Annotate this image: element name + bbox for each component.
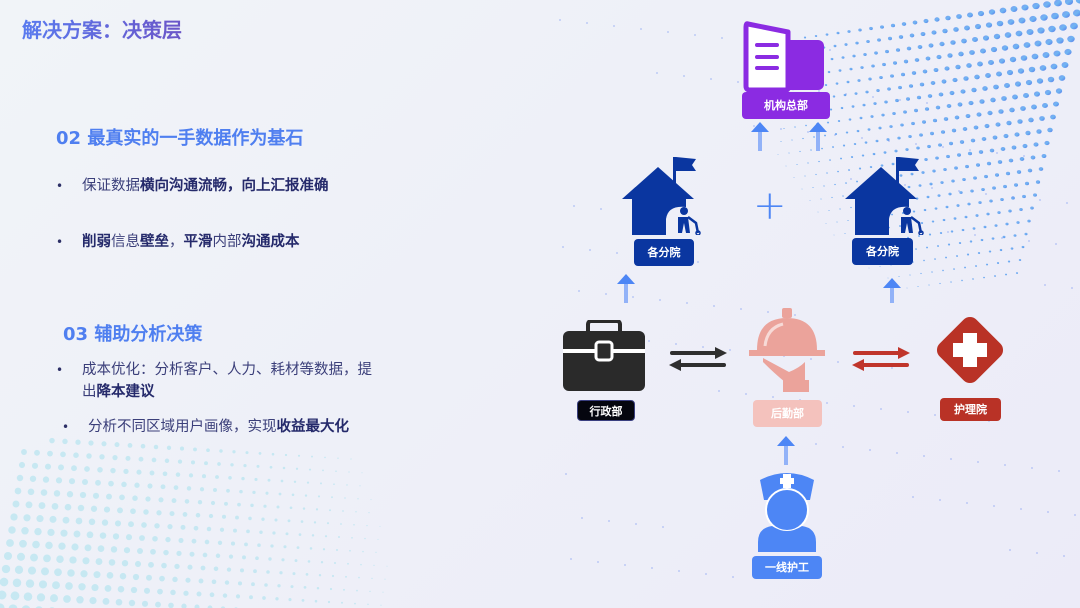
node-label-branch-right: 各分院 — [852, 238, 913, 265]
node-label-logistics: 后勤部 — [753, 400, 822, 427]
bullet-text: 削弱信息壁垒，平滑内部沟通成本 — [82, 234, 300, 250]
nurse-icon — [758, 473, 816, 552]
bullet-revenue-maximization: • 分析不同区域用户画像，实现收益最大化 — [62, 416, 422, 438]
house-elderly-icon — [845, 157, 924, 235]
arrow-up-icon — [617, 274, 635, 303]
bullet-dot: • — [56, 363, 64, 377]
node-label-branch-left: 各分院 — [634, 239, 694, 266]
bidirectional-arrow-icon — [669, 347, 727, 371]
section-title-03: 03 辅助分析决策 — [63, 324, 203, 345]
plus-icon: + — [753, 183, 787, 229]
medical-cross-icon — [936, 316, 1004, 384]
bullet-reduce-barriers: • 削弱信息壁垒，平滑内部沟通成本 — [56, 231, 416, 253]
folder-document-icon — [743, 21, 824, 92]
house-elderly-icon — [622, 157, 701, 235]
node-label-admin: 行政部 — [577, 400, 635, 421]
bullet-text: 分析不同区域用户画像，实现收益最大化 — [88, 419, 349, 435]
arrow-up-icon — [777, 436, 795, 465]
arrow-up-icon — [751, 122, 769, 151]
section-title-02: 02 最真实的一手数据作为基石 — [56, 128, 304, 149]
node-label-hq: 机构总部 — [742, 92, 830, 119]
node-label-caregiver: 一线护工 — [752, 556, 822, 579]
bullet-dot: • — [62, 420, 70, 434]
service-cloche-icon — [749, 308, 825, 392]
arrow-up-icon — [809, 122, 827, 151]
bullet-dot: • — [56, 235, 64, 249]
bullet-cost-optimization: • 成本优化：分析客户、人力、耗材等数据，提出降本建议 — [56, 359, 386, 403]
arrow-up-icon — [883, 278, 901, 303]
briefcase-icon — [563, 320, 645, 391]
node-label-nursing-home: 护理院 — [940, 398, 1001, 421]
bullet-dot: • — [56, 179, 64, 193]
bullet-text: 成本优化：分析客户、人力、耗材等数据，提出降本建议 — [82, 362, 372, 400]
slide-title: 解决方案：决策层 — [22, 14, 182, 43]
bidirectional-arrow-icon — [852, 347, 910, 371]
bullet-text: 保证数据横向沟通流畅，向上汇报准确 — [82, 178, 329, 194]
bullet-horizontal-communication: • 保证数据横向沟通流畅，向上汇报准确 — [56, 175, 416, 197]
